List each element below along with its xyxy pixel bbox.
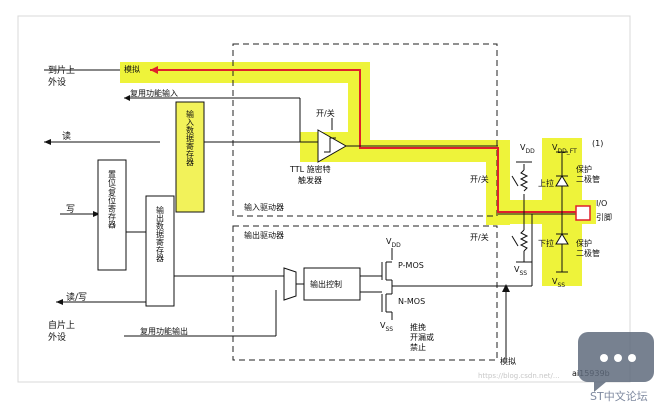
io-pin-box [575,205,591,221]
label-io: I/O [596,199,607,208]
nmos-transistor [381,290,393,320]
label-input-data-register: 输入数据寄存器 [186,109,195,167]
label-protect-diode-top: 保护二极管 [576,164,600,184]
label-vdd-top: VDD [520,143,535,155]
label-read-write: 读/写 [66,291,87,303]
pulldown-resistor [511,214,532,263]
label-analog-bottom: 模拟 [500,356,516,366]
label-push-pull: 推挽开漏或禁止 [410,322,434,352]
label-footnote: (1) [592,139,603,148]
label-to-peripheral: 到片上外设 [48,64,75,88]
hysteresis-icon [324,137,336,153]
label-pullup: 上拉 [538,178,554,188]
label-pulldown: 下拉 [538,238,554,248]
watermark-brand: ST中文论坛 [590,390,648,403]
label-vss-out: VSS [380,321,393,333]
output-control-box [303,267,361,301]
analog-arrowhead [150,66,158,74]
input-data-register-box [175,101,205,213]
protection-diode-bottom [555,214,569,273]
label-vdd-out: VDD [386,237,401,249]
label-vss-left: VSS [514,265,527,277]
protection-diode-top [555,151,569,214]
label-ttl-schmitt: TTL 施密特触发器 [289,164,331,185]
label-output-driver: 输出驱动器 [244,230,284,240]
figure-frame [17,15,631,383]
label-pin: 引脚 [596,212,612,222]
label-input-driver: 输入驱动器 [244,202,284,212]
label-write: 写 [66,204,75,215]
label-output-data-register: 输出数据寄存器 [156,205,165,263]
label-analog-top: 模拟 [124,64,140,74]
pullup-resistor [511,161,532,214]
label-from-peripheral: 自片上外设 [48,319,75,343]
input-driver-region [232,43,498,217]
label-on-off-top: 开/关 [316,108,335,118]
bit-set-reset-register-box [97,159,127,271]
label-alt-func-input: 复用功能输入 [130,88,178,98]
analog-red-line [150,69,578,213]
label-on-off-mid: 开/关 [470,174,489,184]
label-pmos: P-MOS [398,261,424,270]
label-nmos: N-MOS [398,297,425,306]
label-on-off-low: 开/关 [470,232,489,242]
label-read: 读 [62,130,71,142]
label-output-control: 输出控制 [310,279,342,289]
watermark-url: https://blog.csdn.net/... [478,372,560,380]
label-protect-diode-bottom: 保护二极管 [576,238,600,258]
output-mux [283,267,297,301]
output-data-register-box [145,195,175,307]
read-arrowhead [44,139,51,145]
label-alt-func-output: 复用功能输出 [140,326,188,336]
output-driver-region [232,225,498,361]
label-vss-right: VSS [552,277,565,289]
label-vdd-ft: VDD_FT [552,143,577,155]
pmos-transistor [381,248,393,290]
analog-bottom-arrowhead [502,284,510,292]
forum-logo-icon [578,332,654,392]
label-bit-set-reset-register: 置位/复位寄存器 [108,170,117,230]
